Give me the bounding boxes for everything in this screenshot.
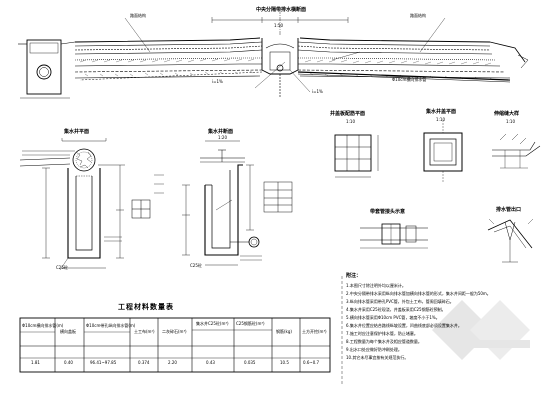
table-value-cell: 0.40 <box>64 360 73 365</box>
roadbed-left-label: 路面结构 <box>130 13 146 18</box>
table-value-cell: 1.81 <box>31 360 40 365</box>
cross-section-scale: 1:50 <box>274 23 283 28</box>
note-line: 5.横向排水管采用Φ10cm PVC管，坡度不小于1%。 <box>346 315 440 320</box>
watermark-logo <box>432 300 530 360</box>
table-value-cell: 10.5 <box>280 360 289 365</box>
collection-well-plan <box>19 138 125 271</box>
table-header-cell: Φ10cm带孔纵向排水管(m) <box>86 323 136 328</box>
table-header-cell: 二灰碎石(m³) <box>162 329 187 334</box>
cover-detail-sketch <box>131 174 164 219</box>
concrete-label-left: C25砼 <box>56 265 68 270</box>
note-line: 2.中央分隔带排水采用纵向排水管加横向排水管的形式，集水井间距一般为50m。 <box>346 291 491 296</box>
table-header-cell: 土工布(m²) <box>134 329 155 334</box>
reinforcement-table-sketch <box>263 181 293 213</box>
pipe-slope-right: i=1% <box>312 89 323 94</box>
pipe-outlet-detail <box>487 218 534 263</box>
expansion-joint-detail <box>492 133 541 169</box>
table-value-cell: 2.20 <box>168 360 177 365</box>
cross-section-title: 中央分隔带排水横断面 <box>256 7 307 13</box>
table-header-cell: 集水井C25砼(m³) <box>196 321 229 326</box>
material-table-title: 工程材料数量表 <box>118 303 174 311</box>
concrete-label-right: C25砼 <box>190 263 202 268</box>
note-line: 7.施工时应注意保护排水管，防止堵塞。 <box>346 331 418 336</box>
note-line: 9.出水口处应做好防冲刷处理。 <box>346 347 402 352</box>
cover-plate-scale: 1:10 <box>346 119 355 124</box>
cover-plate-title: 井盖板配筋平面 <box>330 111 366 117</box>
median-drainage-cross-section <box>18 10 529 99</box>
table-header-cell: 钢筋(kg) <box>276 329 292 334</box>
outlet-title: 排水管出口 <box>496 207 522 213</box>
note-line: 4.集水井采用C25砼现浇，井盖板采用C25钢筋砼预制。 <box>346 307 446 312</box>
pipe-slope-left: i=1% <box>212 79 223 84</box>
table-header-cell: C25钢筋砼(m³) <box>236 321 265 326</box>
table-value-cell: 96.41~97.85 <box>90 360 117 365</box>
well-grate-plan <box>423 120 463 182</box>
notes-heading: 附注： <box>346 273 362 279</box>
well-section-scale: 1:20 <box>218 135 227 140</box>
pipe-note-label: Φ10cm横向排水管 <box>392 77 427 82</box>
connector-title: 带套管接头示意 <box>370 209 406 215</box>
collection-well-section <box>182 140 262 266</box>
well-plan-title: 集水井平面 <box>64 129 90 135</box>
cover-plate-plan <box>334 134 379 178</box>
grate-scale: 1:10 <box>436 117 445 122</box>
note-line: 6.集水井位置应结合路线纵坡设置，凹曲线底部必须设置集水井。 <box>346 323 462 328</box>
note-line: 3.纵向排水管采用带孔PVC管，外包土工布，管周回填碎石。 <box>346 299 454 304</box>
joint-title: 伸缩缝大样 <box>494 111 520 117</box>
table-value-cell: 0.035 <box>244 360 256 365</box>
fill-hatching <box>79 58 494 81</box>
note-line: 1.本图尺寸除注明外均以厘米计。 <box>346 283 406 288</box>
note-line: 10.其它未尽事宜按有关规范执行。 <box>346 355 409 360</box>
note-line: 8.工程数量为每个集水井及相应管道数量。 <box>346 339 422 344</box>
table-value-cell: 0.6~0.7 <box>303 360 320 365</box>
table-value-cell: 0.43 <box>206 360 215 365</box>
joint-scale: 1:10 <box>506 119 515 124</box>
table-header-cell: Φ10cm横向排水管(m) <box>22 323 64 328</box>
roadbed-right-label: 路面结构 <box>410 13 426 18</box>
pipe-connector-detail <box>360 223 428 249</box>
table-header-cell: 土方开挖(m³) <box>302 329 327 334</box>
well-section-title: 集水井断面 <box>208 129 234 135</box>
material-table-grid <box>19 317 331 373</box>
grate-title: 集水井盖平面 <box>426 109 457 115</box>
table-value-cell: 0.374 <box>138 360 150 365</box>
table-header-cell: 横向盖板 <box>60 329 76 334</box>
